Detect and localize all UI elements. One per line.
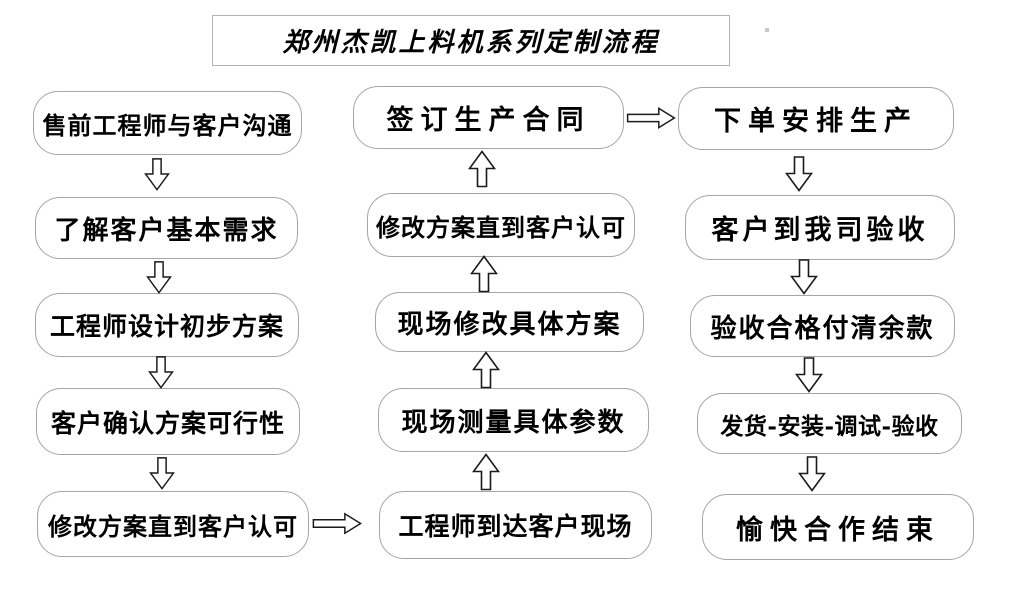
node-happy-cooperation-end: 愉快合作结束 [702,494,974,560]
node-presales-communication: 售前工程师与客户沟通 [33,91,302,155]
node-onsite-revise-detailed-plan: 现场修改具体方案 [375,292,644,352]
arrow-right-icon [626,107,676,129]
node-engineer-initial-design: 工程师设计初步方案 [35,293,299,357]
node-place-production-order: 下单安排生产 [678,87,954,150]
arrow-down-icon [798,456,826,492]
arrow-up-icon [472,453,500,491]
node-revise-until-approved: 修改方案直到客户认可 [37,491,309,557]
node-customer-acceptance-visit: 客户到我司验收 [685,195,955,260]
arrow-down-icon [148,356,174,389]
arrow-down-icon [795,357,823,393]
arrow-down-icon [146,261,172,294]
arrow-right-icon [312,512,362,535]
node-sign-production-contract: 签订生产合同 [353,86,624,149]
node-acceptance-pay-balance: 验收合格付清余款 [690,295,955,357]
arrow-down-icon [149,457,175,490]
arrow-down-icon [790,259,818,295]
node-understand-customer-needs: 了解客户基本需求 [35,197,298,259]
node-customer-confirm-feasibility: 客户确认方案可行性 [36,388,300,455]
stray-dot [765,28,769,32]
node-ship-install-debug-accept: 发货-安装-调试-验收 [697,393,962,454]
arrow-up-icon [470,255,498,293]
node-onsite-measure-parameters: 现场测量具体参数 [378,388,649,452]
node-revise-onsite-until-approved: 修改方案直到客户认可 [367,193,635,257]
arrow-up-icon [472,351,500,389]
arrow-down-icon [785,156,813,192]
node-engineer-arrives-site: 工程师到达客户现场 [379,491,652,559]
arrow-down-icon [144,158,170,191]
arrow-up-icon [468,150,496,188]
page-title: 郑州杰凯上料机系列定制流程 [212,15,730,66]
